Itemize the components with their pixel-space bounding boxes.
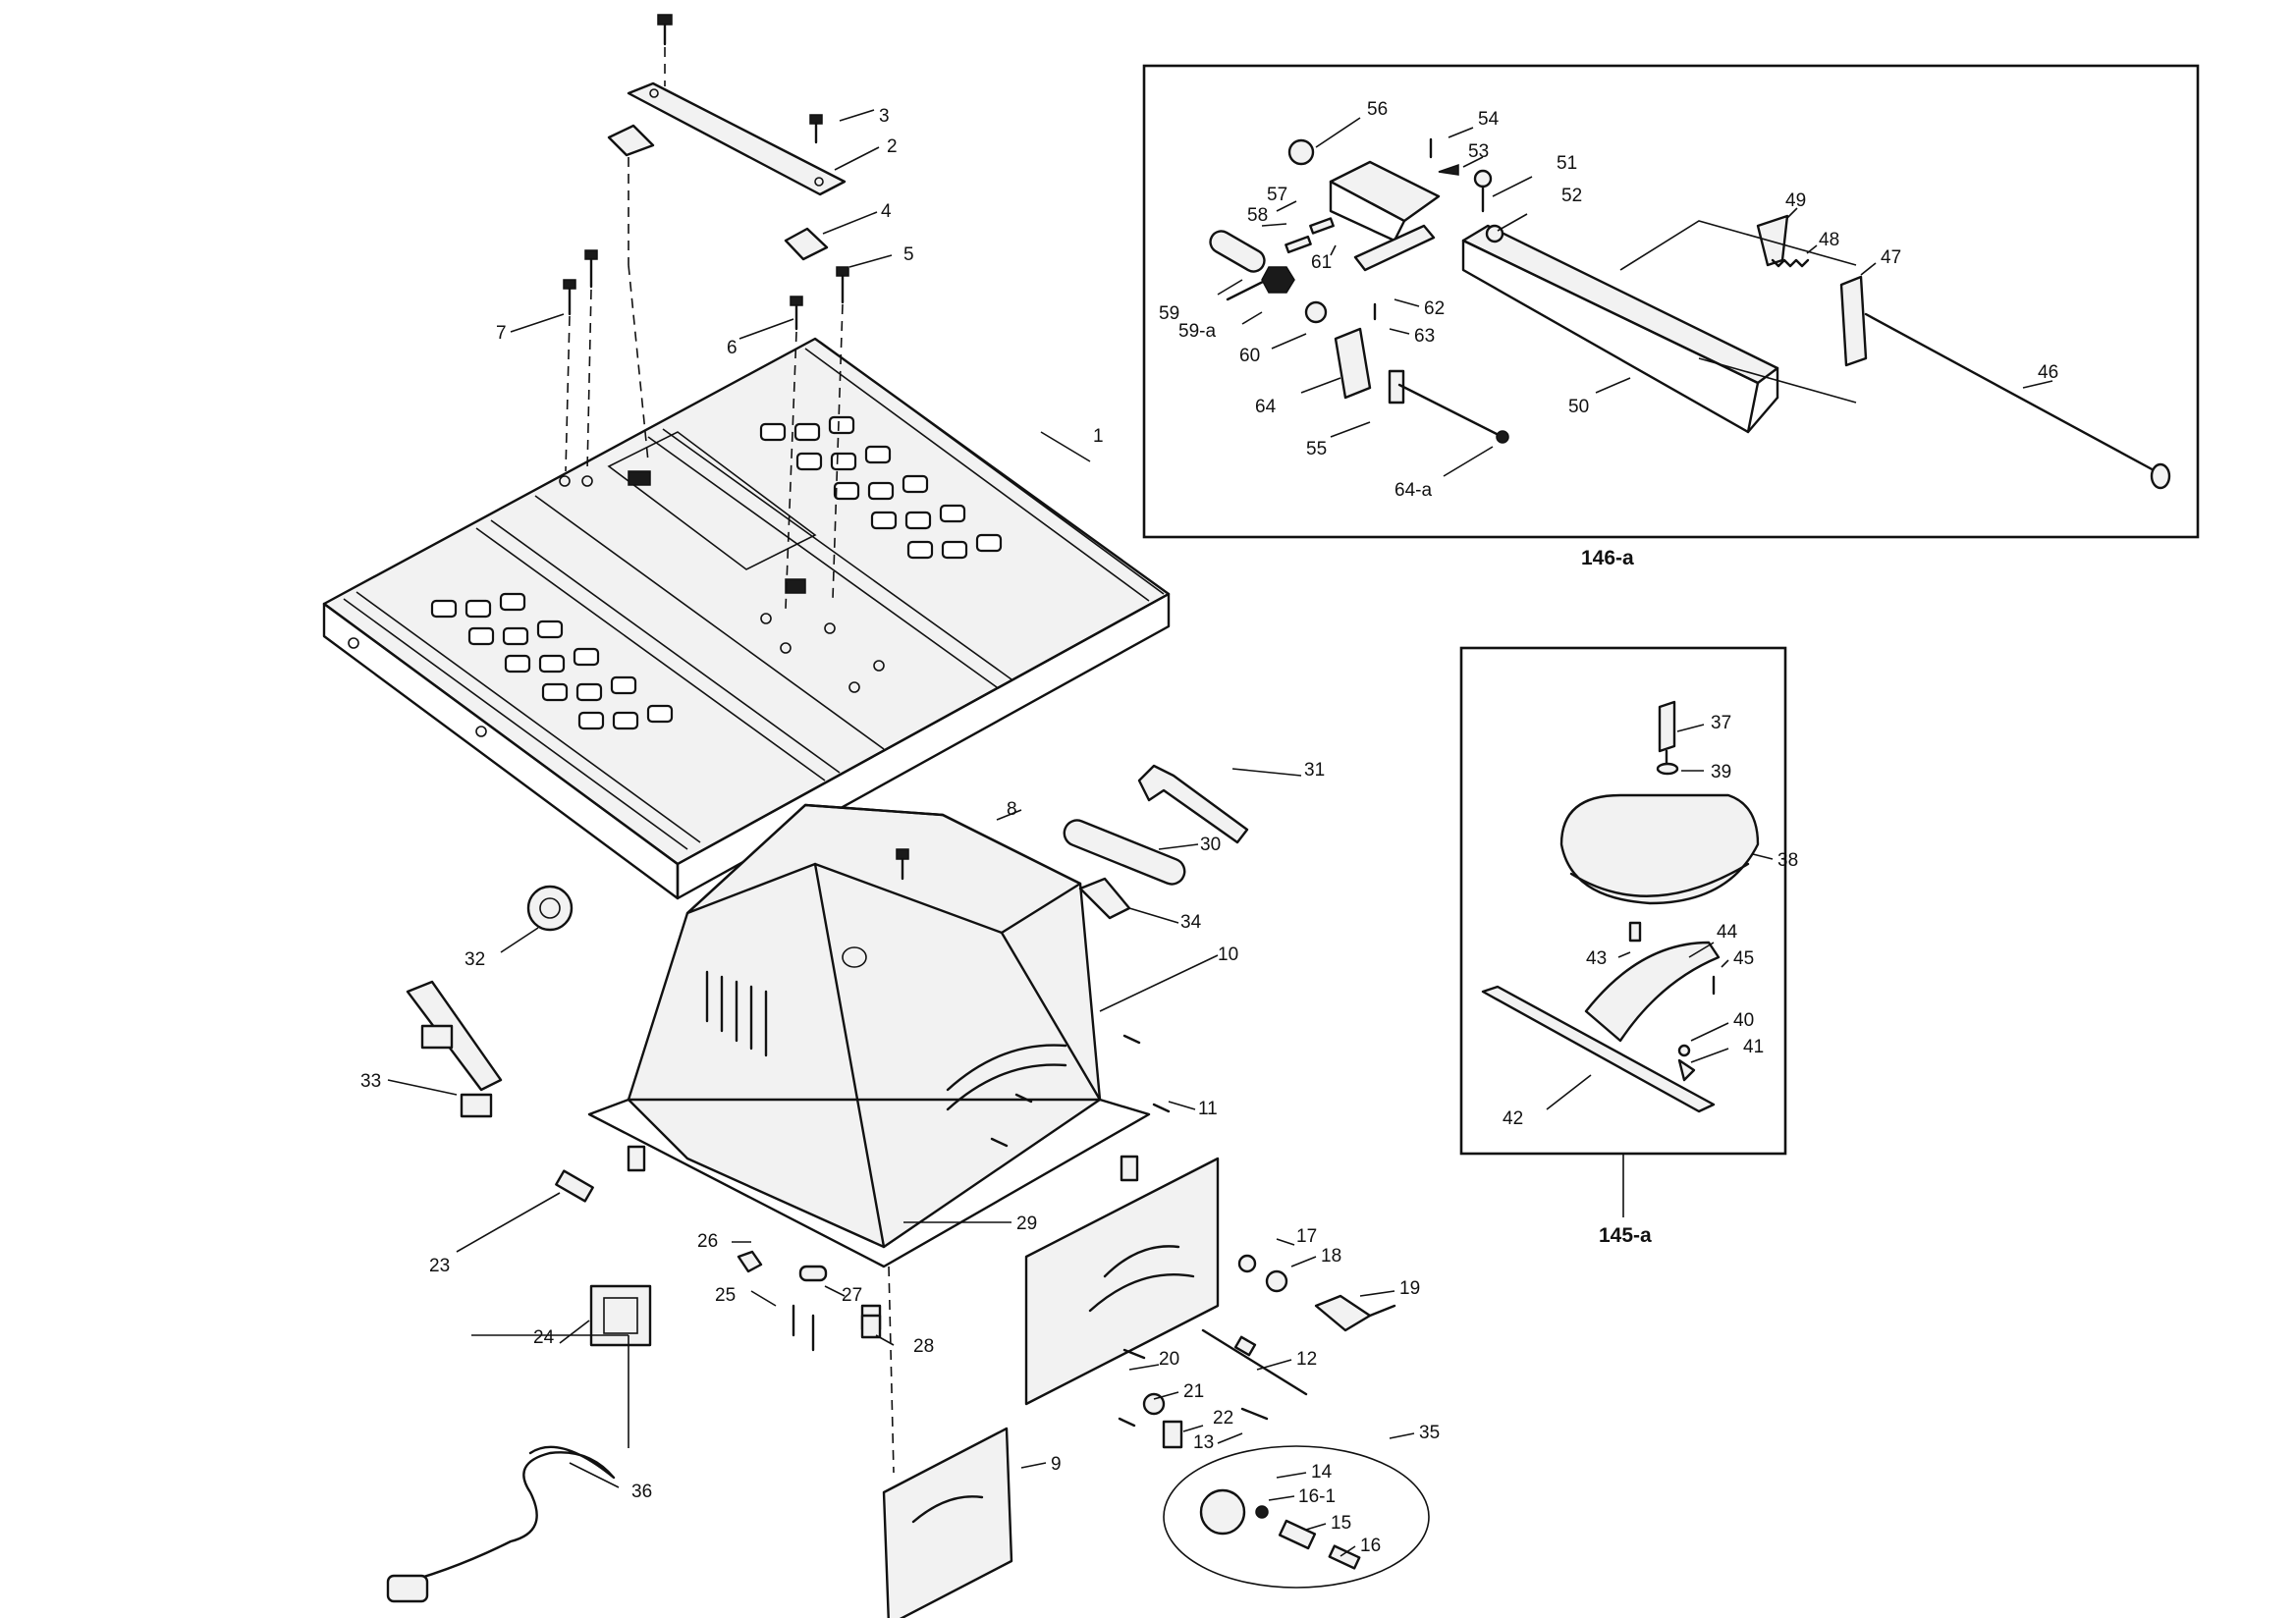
label-52: 52 [1561,186,1582,206]
miter-gauge-assembly [1459,646,1787,1217]
leader-lines [387,109,2053,1557]
label-28: 28 [913,1336,934,1357]
part-labels: 1 2 3 4 5 6 7 8 9 10 11 12 13 14 15 16 1… [360,99,2058,1556]
label-63: 63 [1414,326,1435,347]
label-44: 44 [1717,922,1738,943]
saw-base-cabinet [587,803,1151,1331]
label-60: 60 [1239,346,1260,366]
label-27: 27 [842,1285,862,1306]
label-43: 43 [1586,948,1607,969]
label-15: 15 [1331,1513,1351,1534]
label-16-1: 16-1 [1298,1486,1336,1507]
label-6: 6 [727,338,738,358]
table-top [322,337,1171,900]
label-22: 22 [1213,1408,1233,1429]
label-34: 34 [1180,912,1202,933]
label-26: 26 [697,1231,718,1252]
label-2: 2 [887,136,898,157]
label-1: 1 [1093,426,1104,447]
label-5: 5 [903,244,914,265]
label-17: 17 [1296,1226,1317,1247]
label-21: 21 [1183,1381,1204,1402]
label-47: 47 [1881,247,1901,268]
label-48: 48 [1819,230,1839,250]
label-30: 30 [1200,835,1221,855]
label-32: 32 [465,949,485,970]
label-56: 56 [1367,99,1388,120]
throat-plate-hardware [563,14,849,610]
label-10: 10 [1218,944,1238,965]
label-11: 11 [1198,1099,1218,1119]
label-31: 31 [1304,760,1325,781]
label-14: 14 [1311,1462,1333,1483]
trunnion-plate [882,1157,1220,1618]
table-slots-left [430,592,674,730]
label-41: 41 [1743,1037,1764,1057]
label-23: 23 [429,1256,450,1276]
label-59: 59 [1159,303,1179,324]
label-8: 8 [1007,799,1017,820]
label-58: 58 [1247,205,1268,226]
caption-145-a: 145-a [1599,1224,1652,1247]
label-53: 53 [1468,141,1489,162]
label-12: 12 [1296,1349,1317,1370]
label-4: 4 [881,201,892,222]
label-42: 42 [1503,1108,1523,1129]
label-64-a: 64-a [1394,480,1432,501]
label-59-a: 59-a [1178,321,1216,342]
label-25: 25 [715,1285,736,1306]
label-19: 19 [1399,1278,1420,1299]
label-46: 46 [2038,362,2058,383]
label-51: 51 [1557,153,1577,174]
rip-fence-assembly [1142,64,2200,539]
caption-146-a: 146-a [1581,547,1634,569]
label-61: 61 [1311,252,1332,273]
label-38: 38 [1777,850,1798,871]
label-57: 57 [1267,185,1287,205]
label-24: 24 [533,1327,555,1348]
label-49: 49 [1785,190,1806,211]
label-50: 50 [1568,397,1589,417]
label-18: 18 [1321,1246,1341,1267]
label-40: 40 [1733,1010,1754,1031]
label-20: 20 [1159,1349,1179,1370]
misc-parts [386,764,1249,1603]
label-54: 54 [1478,109,1500,130]
label-64: 64 [1255,397,1277,417]
label-13: 13 [1193,1432,1214,1453]
label-29: 29 [1016,1214,1037,1234]
table-slots-right [759,415,1003,560]
label-35: 35 [1419,1423,1440,1443]
label-37: 37 [1711,713,1731,733]
label-45: 45 [1733,948,1754,969]
label-7: 7 [496,323,507,344]
label-39: 39 [1711,762,1731,782]
label-33: 33 [360,1071,381,1092]
label-55: 55 [1306,439,1327,459]
elevation-shaft-assembly [1118,1254,1430,1589]
label-62: 62 [1424,298,1445,319]
label-36: 36 [631,1482,652,1502]
label-3: 3 [879,106,890,127]
label-16: 16 [1360,1536,1381,1556]
label-9: 9 [1051,1454,1062,1475]
